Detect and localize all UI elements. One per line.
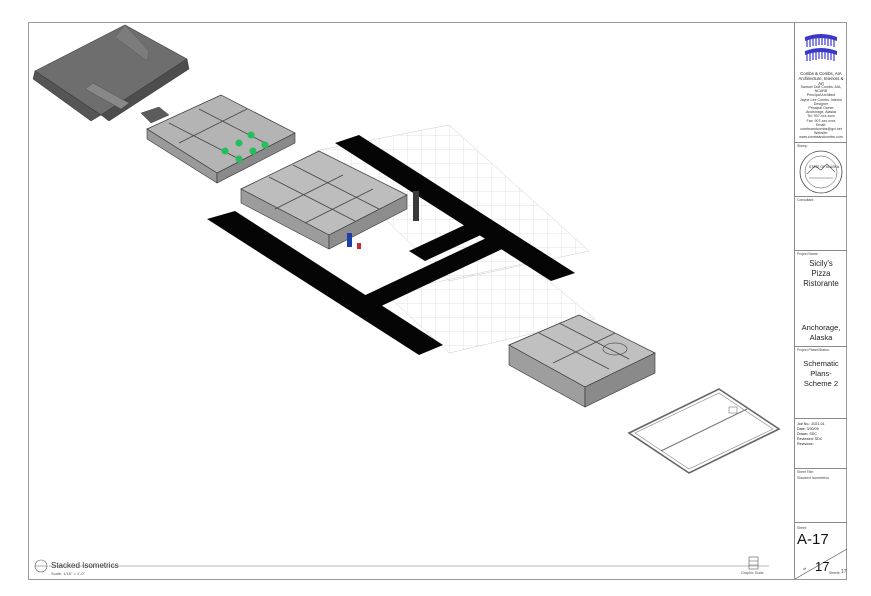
firm-contact: Samuel Duff Combs, AIA, NCARB Principal … [797, 85, 845, 140]
contact-line: Principal Owner [808, 106, 834, 111]
job-info-section: Job No.: 2021-01 Date: 3/30/09 Drawn: SD… [795, 419, 847, 469]
job-info-row: Drawn: SDC [797, 432, 817, 436]
revisions-label: Revisions: [797, 442, 814, 446]
project-location-line: Anchorage, [801, 323, 841, 332]
date-label: Date: [797, 427, 806, 431]
project-title-line: Sicily's [809, 259, 833, 268]
sheet-small-number: 17 [841, 569, 847, 575]
firm-subtitle: Architecture, Interiors & Art [798, 76, 844, 86]
drawn-value: SDC [809, 432, 817, 436]
graphic-scale-icon [748, 556, 759, 570]
phase-line: Scheme 2 [803, 379, 839, 388]
firm-name: Combs & Combs, AIA [800, 71, 842, 76]
sheet-number-section: Sheet: A-17 of 17 Sheets 17 [795, 523, 847, 579]
comb-logo-icon [805, 34, 837, 61]
title-block: Combs & Combs, AIA Architecture, Interio… [794, 23, 847, 579]
job-no-value: 2021-01 [811, 422, 825, 426]
foundation-isometric [627, 388, 781, 474]
stamp-text: STATE OF ALASKA [809, 165, 840, 169]
project-title-line: Ristorante [803, 279, 839, 288]
phase-label: Project Phase/Status: [797, 348, 830, 352]
contact-line: Tel: 907-xxx-xxxx [807, 114, 835, 119]
stamp-label: Stamp: [797, 144, 808, 148]
drawing-title-marker [34, 559, 769, 573]
contact-line: Principal Architect [806, 93, 836, 98]
upper-floor-isometric [146, 94, 296, 184]
project-location-line: Alaska [809, 333, 833, 342]
isometric-drawing [32, 24, 781, 573]
site-ground-plane [207, 124, 596, 355]
job-info-row: Revisions: [797, 442, 814, 446]
sheets-label: Sheets [829, 571, 840, 575]
job-info-row: Date: 3/30/09 [797, 427, 819, 431]
project-title-line: Pizza [811, 269, 831, 278]
sheet-divider-icon [795, 549, 847, 579]
reviewed-label: Reviewed: [797, 437, 814, 441]
date-value: 3/30/09 [806, 427, 819, 431]
phase-line: Schematic [803, 359, 839, 368]
consultant-label: Consultant: [797, 198, 815, 202]
firm-section: Combs & Combs, AIA Architecture, Interio… [795, 23, 847, 143]
sheet-title-label: Sheet Title: [797, 470, 814, 474]
sheet-of-label: of [803, 567, 806, 571]
phase-line: Plans- [810, 369, 832, 378]
drawing-title: Stacked Isometrics [51, 561, 119, 570]
job-no-label: Job No.: [797, 422, 811, 426]
job-info-row: Job No.: 2021-01 [797, 422, 825, 426]
drawn-label: Drawn: [797, 432, 809, 436]
basement-isometric [508, 314, 656, 408]
drawing-scale: Scale: 1/16" = 1'-0" [51, 571, 85, 576]
consultant-section: Consultant: [795, 197, 847, 251]
sheet-count: 17 [815, 559, 830, 574]
phase-section: Project Phase/Status: Schematic Plans- S… [795, 347, 847, 419]
contact-line: Website: www.combsandcombs.com [799, 131, 843, 140]
drawing-area: Stacked Isometrics Scale: 1/16" = 1'-0" … [29, 23, 793, 579]
sheet-title-section: Sheet Title: Stacked Isometrics [795, 469, 847, 523]
job-info-row: Reviewed: SDC [797, 437, 822, 441]
contact-line: Anchorage, Alaska [806, 110, 836, 115]
graphic-scale-label: Graphic Scale [741, 571, 764, 575]
contact-line: Samuel Duff Combs, AIA, NCARB [800, 85, 842, 94]
sheet-title-value: Stacked Isometrics [797, 476, 830, 480]
project-section: Project Name: Sicily's Pizza Ristorante … [795, 251, 847, 347]
sheet-label: Sheet: [797, 526, 807, 530]
main-floor-isometric [240, 150, 419, 250]
contact-line: Jayne Lee Combs, Interior Designer [799, 97, 843, 106]
contact-line: Email: combsandcombs@gci.net [800, 122, 842, 132]
architect-seal-icon [799, 150, 843, 194]
stamp-section: Stamp: STATE OF ALASKA [795, 143, 847, 197]
contact-line: Fax: 907-xxx-xxxx [806, 118, 836, 123]
sheet-number: A-17 [797, 531, 829, 548]
reviewed-value: SDC [814, 437, 823, 441]
project-label: Project Name: [797, 252, 819, 256]
drawing-sheet: Stacked Isometrics Scale: 1/16" = 1'-0" … [28, 22, 847, 580]
roof-isometric [32, 24, 190, 124]
